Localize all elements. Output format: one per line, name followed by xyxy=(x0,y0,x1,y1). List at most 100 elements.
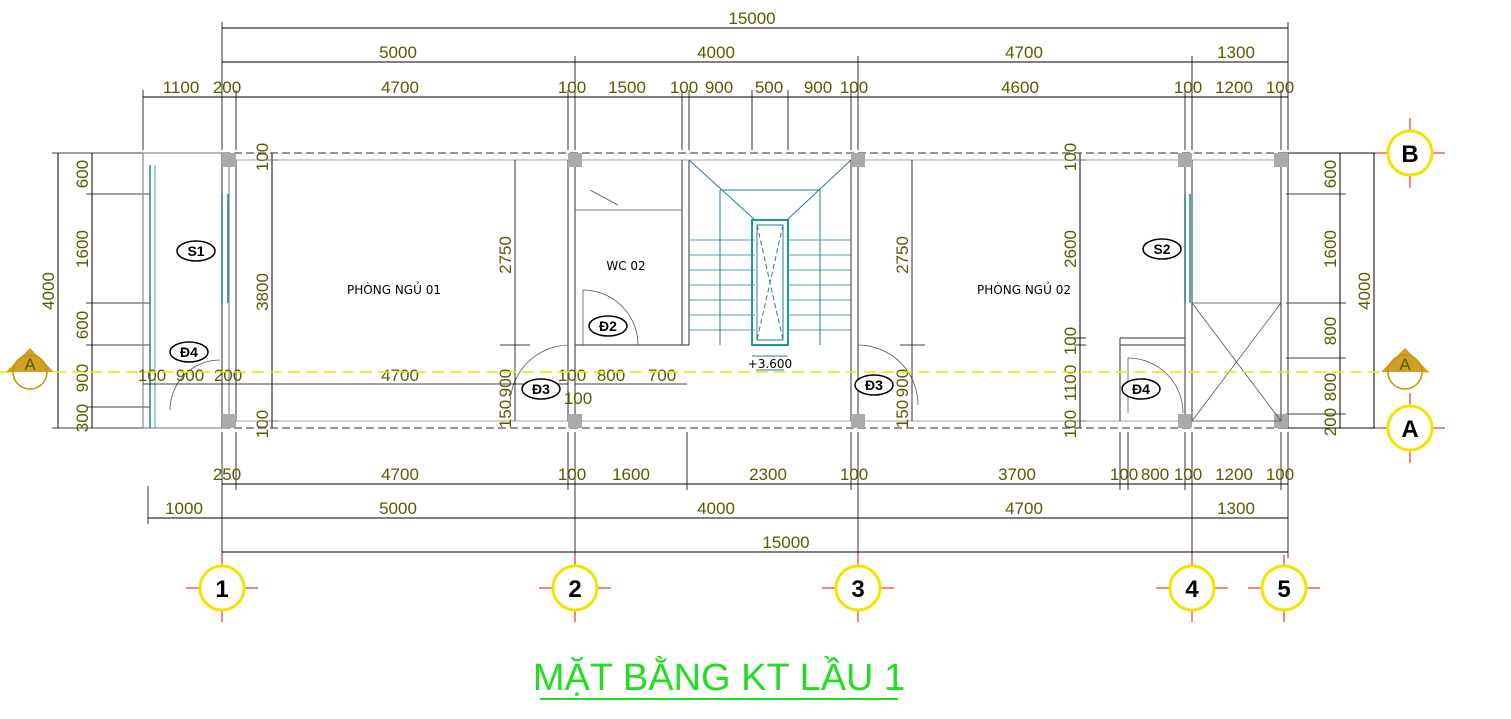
dim-top-bay: 4000 xyxy=(697,43,735,62)
grid-axis-label: 5 xyxy=(1277,576,1290,603)
dim-right-detail: 1600 xyxy=(1321,230,1340,268)
dim-inner-wc: 800 xyxy=(597,366,625,385)
grid-axis-label: 2 xyxy=(568,576,581,603)
grid-row-label: A xyxy=(1401,416,1418,443)
door-tag-d2: Đ2 xyxy=(599,318,617,334)
grid-axis-bubble-1: 1 xyxy=(186,555,258,622)
dim-bottom-detail: 1600 xyxy=(612,465,650,484)
dim-top-detail: 100 xyxy=(1174,78,1202,97)
dim-left-detail: 300 xyxy=(73,404,92,432)
dim-right-detail: 800 xyxy=(1321,317,1340,345)
dim-top-overall: 15000 xyxy=(728,9,775,28)
dim-left-inner: 3800 xyxy=(253,273,272,311)
walls xyxy=(142,152,1289,429)
dim-top-detail: 100 xyxy=(558,78,586,97)
section-label: A xyxy=(1399,355,1411,374)
dim-top-detail: 100 xyxy=(670,78,698,97)
dim-inner-balcony: 900 xyxy=(176,366,204,385)
dim-right-inner: 100 xyxy=(1061,410,1080,438)
dim-inner-wc: 100 xyxy=(558,366,586,385)
door-tag-d4: Đ4 xyxy=(1132,381,1150,397)
dim-inner-balcony: 200 xyxy=(214,366,242,385)
grid-row-label: B xyxy=(1401,141,1418,168)
dim-right-detail: 600 xyxy=(1321,160,1340,188)
grid-axis-bubble-3: 3 xyxy=(822,555,894,622)
grid-axis-bubble-5: 5 xyxy=(1248,555,1320,622)
room-label: PHÒNG NGỦ 02 xyxy=(977,281,1071,297)
dim-left-detail: 600 xyxy=(73,311,92,339)
dim-inner-wc-height: 2750 xyxy=(496,236,515,274)
dim-top-detail: 200 xyxy=(213,78,241,97)
dim-bottom-detail: 100 xyxy=(558,465,586,484)
door-tag-d3: Đ3 xyxy=(532,381,550,397)
dim-top-detail: 1500 xyxy=(608,78,646,97)
right-dimension-texts: 4000 600 1600 800 800 200 100 2600 100 1… xyxy=(1061,143,1374,438)
dim-bottom-detail: 250 xyxy=(213,465,241,484)
dim-inner-door: 150 xyxy=(496,400,515,428)
dim-inner-wc: 700 xyxy=(648,366,676,385)
top-dimension-lines xyxy=(142,22,1289,150)
grid-axis-label: 1 xyxy=(215,576,228,603)
drawing-title: MẶT BẰNG KT LẦU 1 xyxy=(533,655,905,699)
grid-row-bubble-a: A xyxy=(1375,393,1445,463)
dim-left-detail: 600 xyxy=(73,160,92,188)
section-marker-right: A xyxy=(1381,348,1429,390)
dim-bottom-detail: 1200 xyxy=(1215,465,1253,484)
grid-axis-label: 4 xyxy=(1185,576,1199,603)
dim-bottom-bay: 4000 xyxy=(697,499,735,518)
dim-inner-room2-height: 2750 xyxy=(893,236,912,274)
dim-bottom-bay: 1000 xyxy=(165,499,203,518)
dim-left-inner: 100 xyxy=(253,410,272,438)
tag-labels: S1 S2 Đ4 Đ2 Đ3 Đ3 Đ4 xyxy=(180,241,1171,397)
tags xyxy=(169,238,1182,400)
dim-right-inner: 100 xyxy=(1061,143,1080,171)
dim-top-detail: 100 xyxy=(1266,78,1294,97)
dim-right-overall: 4000 xyxy=(1355,272,1374,310)
door-tag-d3: Đ3 xyxy=(865,377,883,393)
door-swings xyxy=(169,189,1184,414)
dim-inner-wc-extra: 100 xyxy=(564,389,592,408)
windows xyxy=(221,194,1191,303)
dim-bottom-bay: 1300 xyxy=(1217,499,1255,518)
dim-bottom-bay: 4700 xyxy=(1005,499,1043,518)
grid-axis-bubble-2: 2 xyxy=(539,555,611,622)
section-marker-left: A xyxy=(6,348,54,390)
left-dimension-lines xyxy=(52,152,278,429)
dim-right-detail: 200 xyxy=(1321,408,1340,436)
inner-dimension-texts: 100 900 200 4700 100 800 700 100 2750 27… xyxy=(138,236,912,428)
bottom-dimension-lines xyxy=(147,432,1289,558)
dim-top-bay: 1300 xyxy=(1217,43,1255,62)
dim-top-detail: 500 xyxy=(755,78,783,97)
dim-right-inner: 100 xyxy=(1061,327,1080,355)
door-tag-d4: Đ4 xyxy=(180,344,198,360)
dim-inner-door: 900 xyxy=(893,369,912,397)
dim-inner-balcony: 100 xyxy=(138,366,166,385)
left-dimension-texts: 4000 600 1600 600 900 300 100 3800 100 xyxy=(39,143,272,438)
dim-right-inner: 1100 xyxy=(1061,365,1080,402)
dim-top-detail: 100 xyxy=(840,78,868,97)
level-mark: +3.600 xyxy=(748,357,792,371)
dim-left-inner: 100 xyxy=(253,143,272,171)
inner-dimension-lines xyxy=(143,160,925,421)
dim-inner-door: 150 xyxy=(893,400,912,428)
dim-bottom-detail: 2300 xyxy=(749,465,787,484)
dim-left-detail: 1600 xyxy=(73,230,92,268)
room-label: PHÒNG NGỦ 01 xyxy=(347,281,441,297)
window-tag-s1: S1 xyxy=(187,243,204,259)
grid-row-bubble-b: B xyxy=(1375,118,1445,188)
dim-top-detail: 900 xyxy=(705,78,733,97)
grid-axis-label: 3 xyxy=(851,576,864,603)
dim-bottom-detail: 100 xyxy=(1174,465,1202,484)
bottom-dimension-texts: 250 4700 100 1600 2300 100 3700 100 800 … xyxy=(165,465,1294,552)
dim-top-detail: 900 xyxy=(804,78,832,97)
dim-bottom-detail: 800 xyxy=(1141,465,1169,484)
dim-right-detail: 800 xyxy=(1321,373,1340,401)
dim-top-detail: 4700 xyxy=(381,78,419,97)
dim-bottom-bay: 5000 xyxy=(379,499,417,518)
dim-bottom-detail: 100 xyxy=(1110,465,1138,484)
top-dimension-texts: 15000 5000 4000 4700 1300 1100 200 4700 … xyxy=(163,9,1294,97)
dim-left-detail: 900 xyxy=(73,364,92,392)
grid-axis-bubble-4: 4 xyxy=(1156,555,1228,622)
dim-top-detail: 1200 xyxy=(1215,78,1253,97)
